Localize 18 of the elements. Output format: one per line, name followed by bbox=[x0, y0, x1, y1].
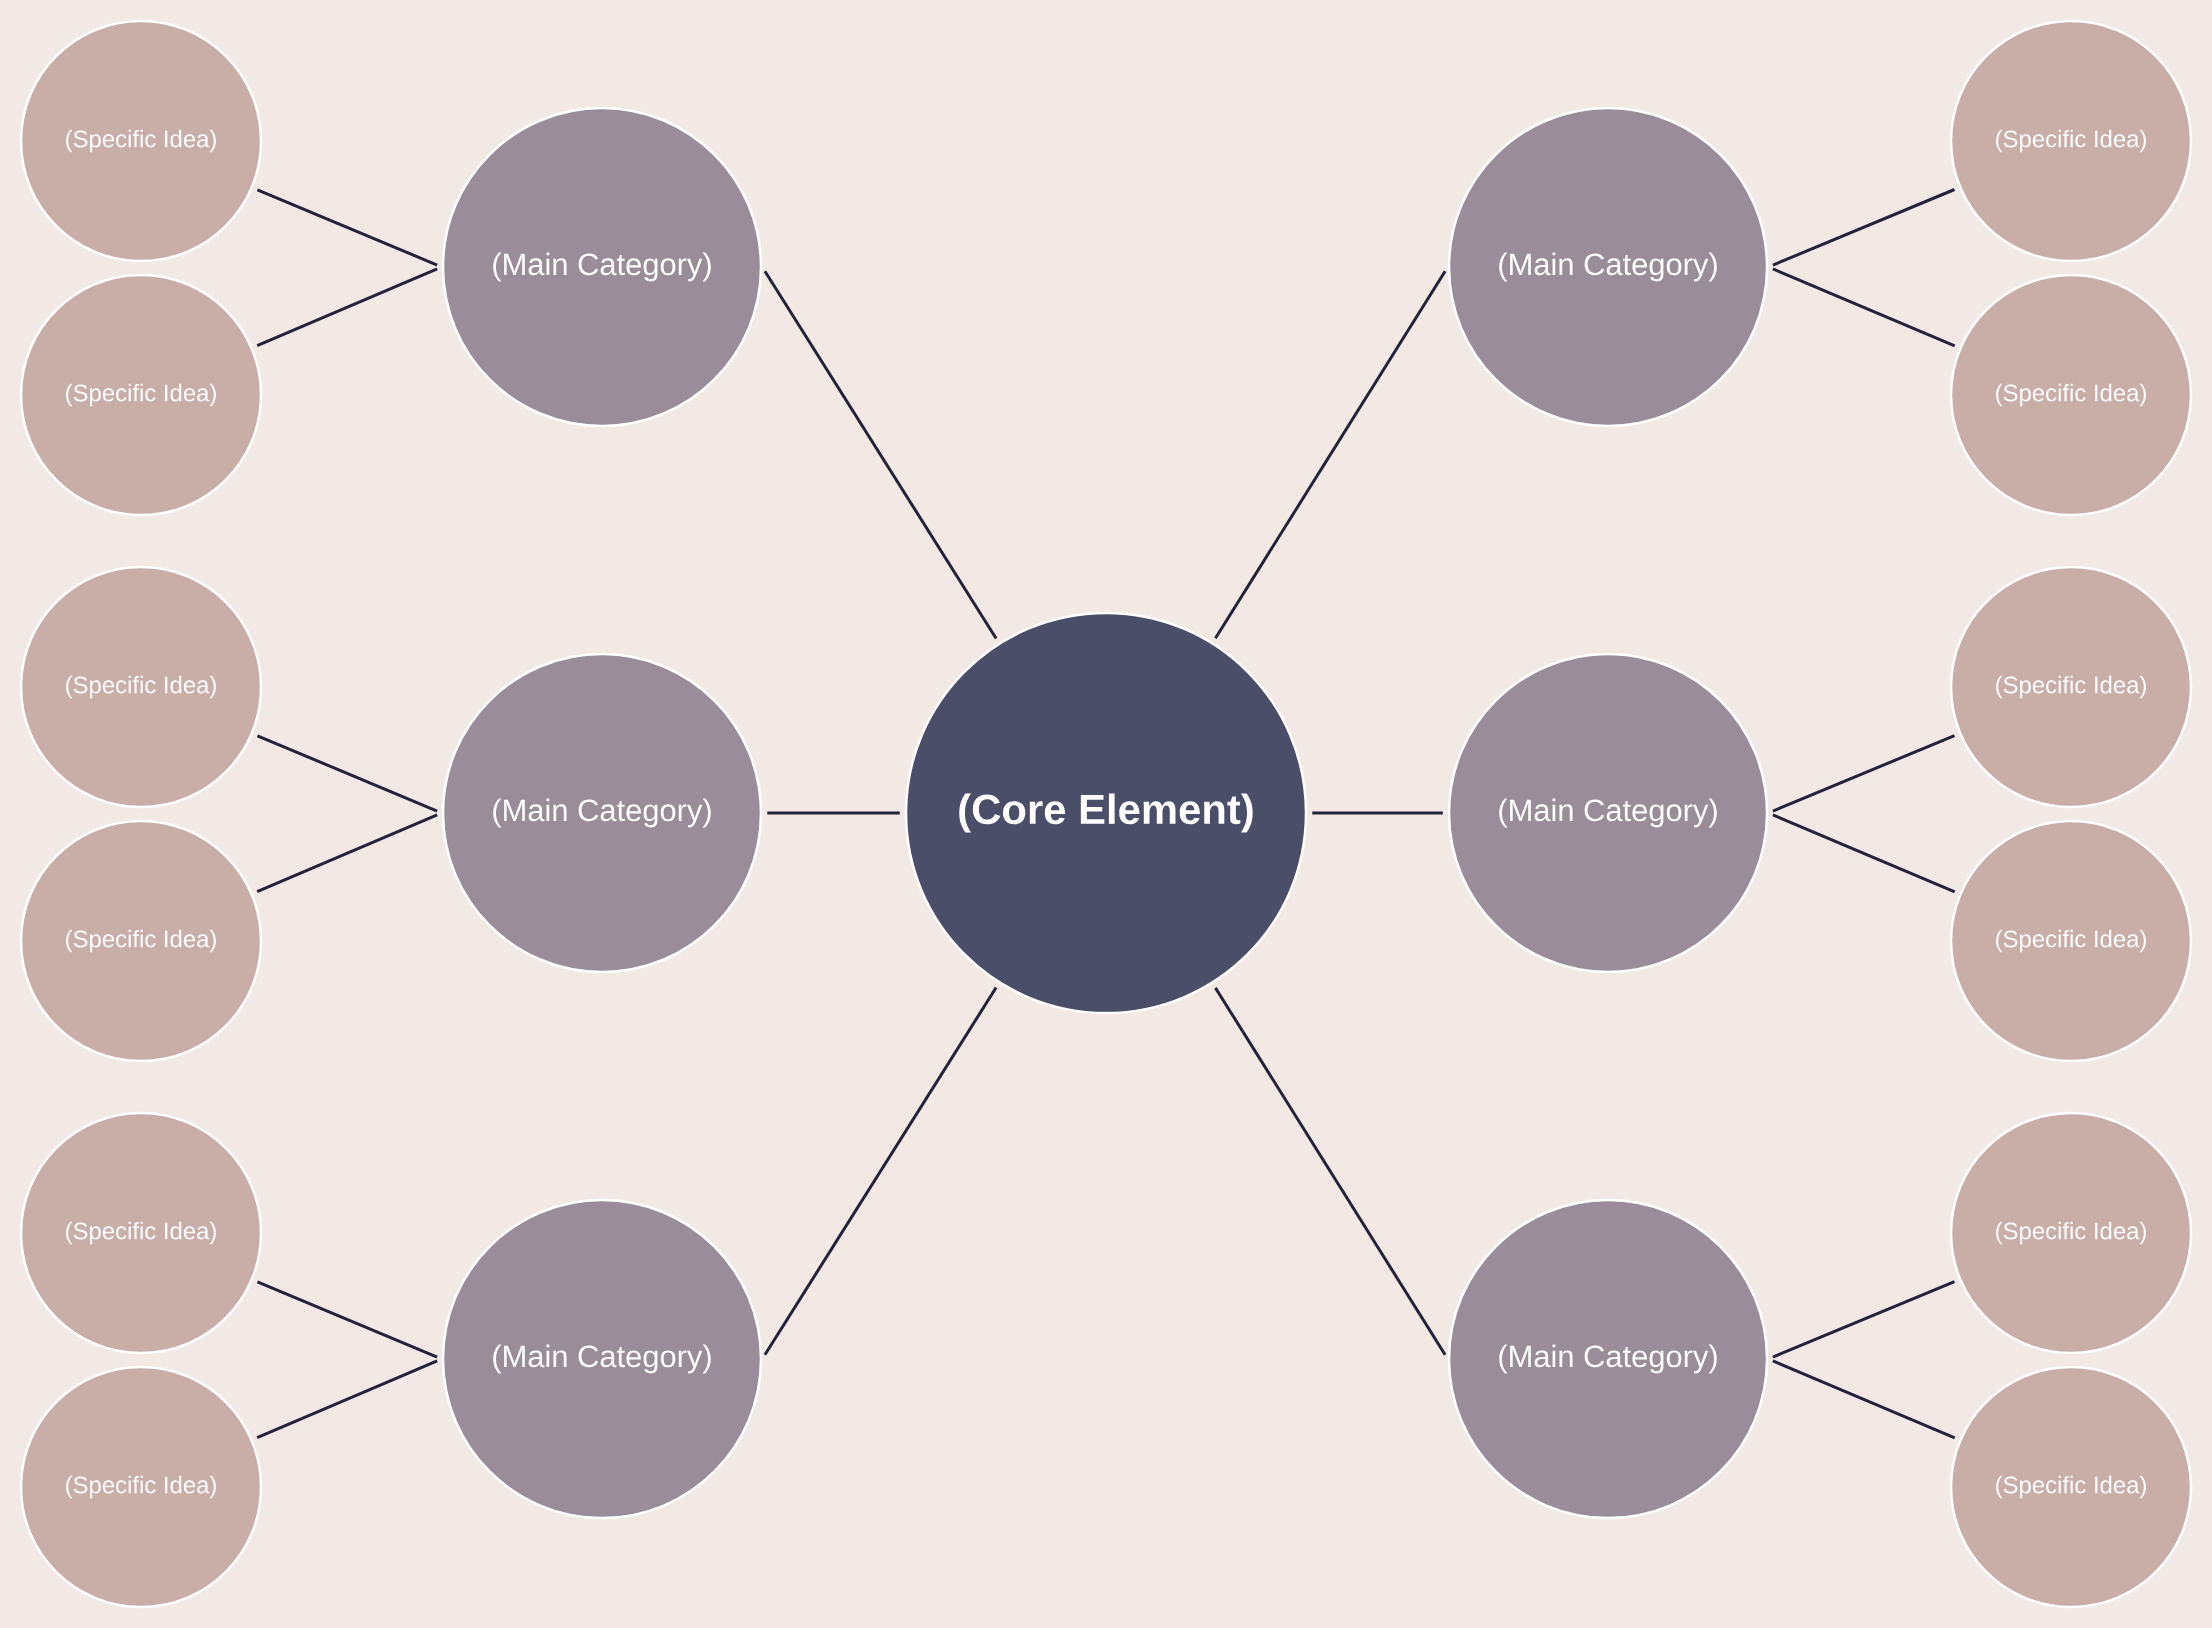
connector-line bbox=[1214, 987, 1447, 1356]
connector-line bbox=[256, 734, 438, 813]
connector-line bbox=[767, 811, 900, 815]
connector-line bbox=[1772, 188, 1956, 267]
connector-line bbox=[1772, 1359, 1956, 1440]
connector-line bbox=[1312, 811, 1443, 815]
connector-line bbox=[256, 1280, 438, 1359]
connector-line bbox=[1772, 813, 1956, 894]
connector-line bbox=[763, 270, 998, 640]
connector-line bbox=[256, 1359, 438, 1439]
connector-line bbox=[256, 813, 438, 893]
connector-line bbox=[1772, 267, 1956, 348]
connector-line bbox=[256, 267, 438, 347]
connector-line bbox=[256, 188, 438, 267]
connector-line bbox=[1772, 734, 1956, 813]
connector-line bbox=[1214, 270, 1447, 639]
connector-line bbox=[1772, 1280, 1956, 1359]
connector-line bbox=[763, 986, 998, 1356]
